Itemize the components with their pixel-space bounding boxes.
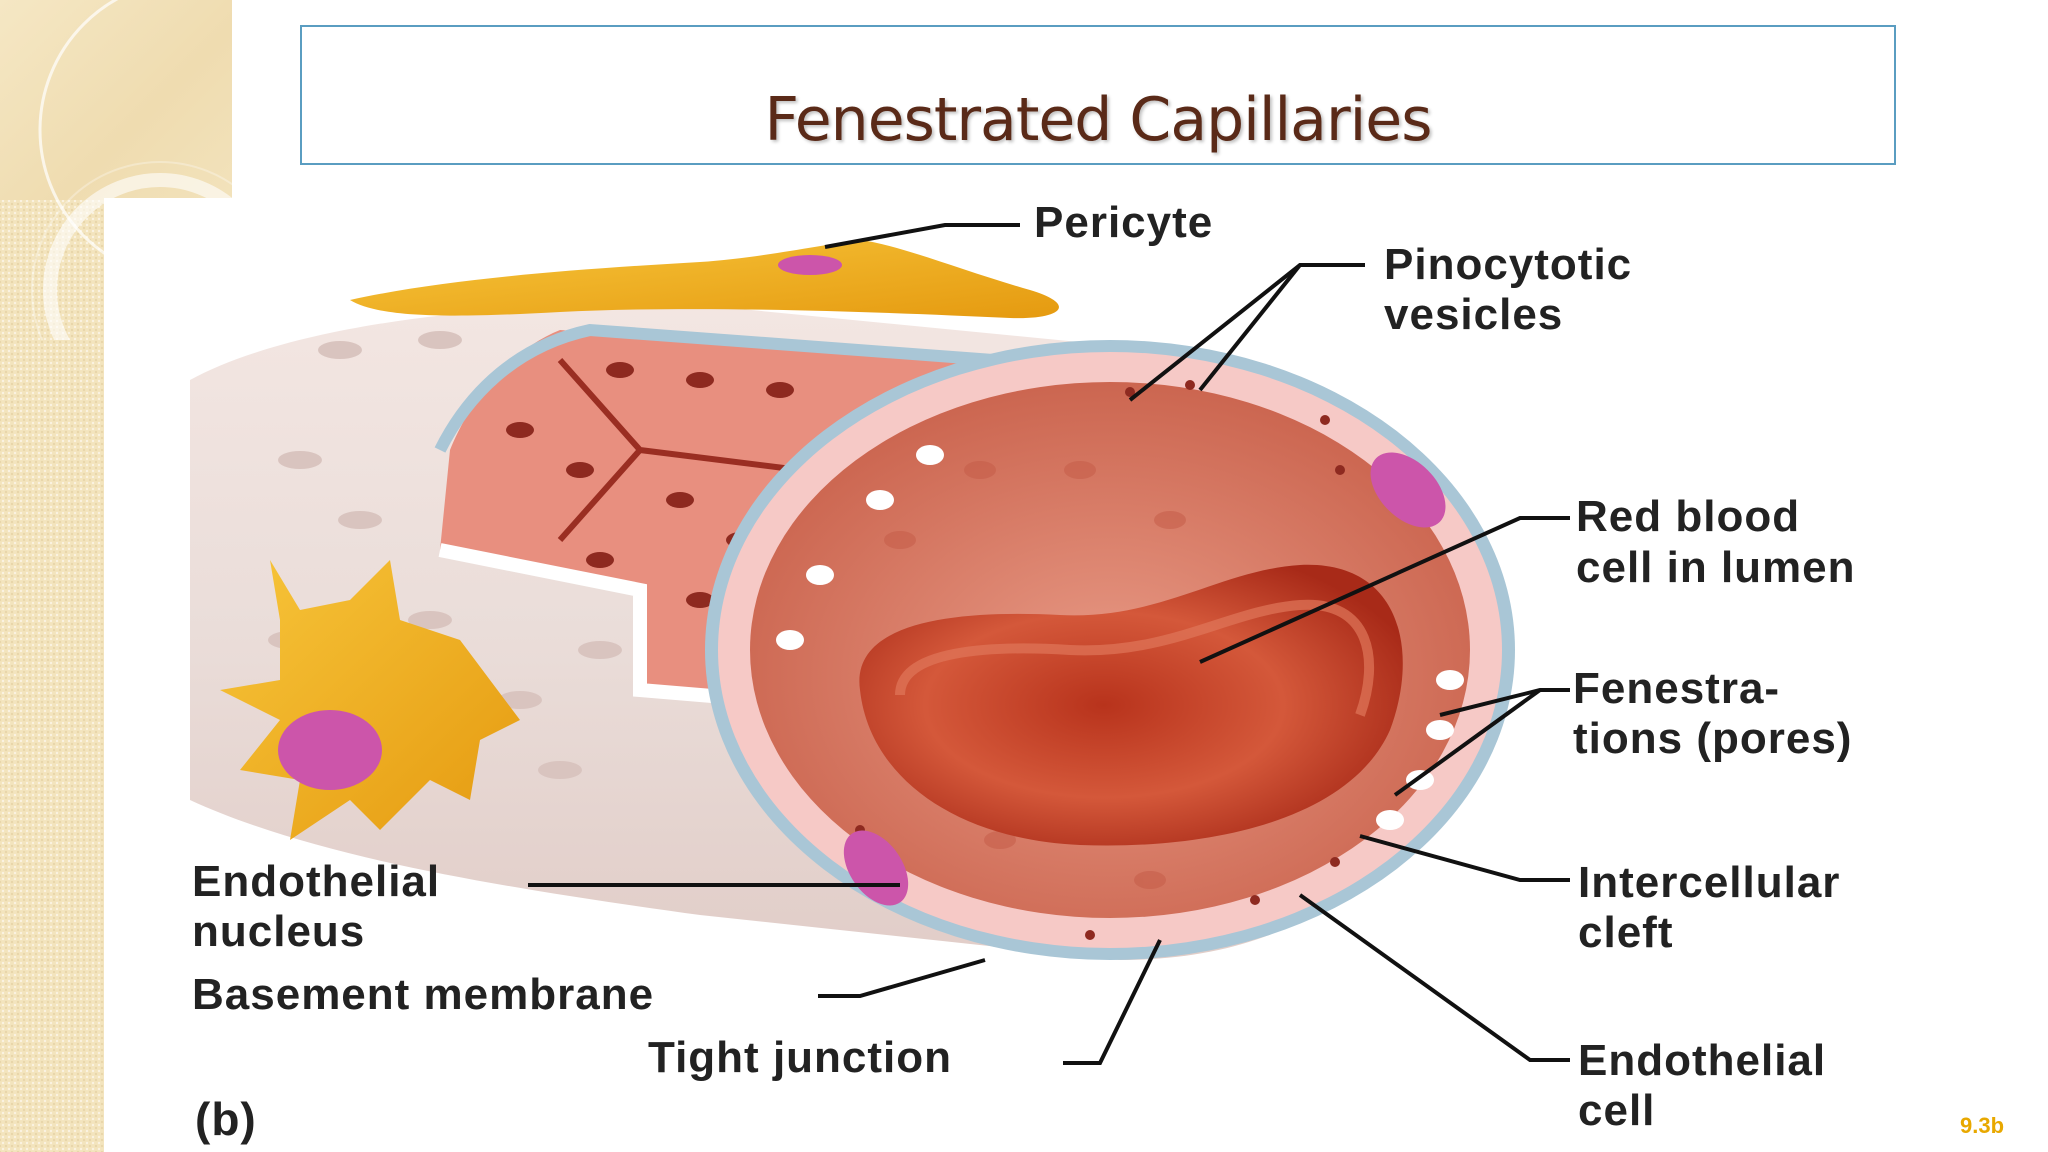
label-intercellular-cleft-line2: cleft [1578, 908, 1674, 957]
label-endothelial-cell-line2: cell [1578, 1086, 1656, 1135]
label-basement-membrane: Basement membrane [192, 970, 655, 1019]
panel-label: (b) [195, 1093, 257, 1145]
red-blood-cell-rim [895, 599, 1375, 717]
label-intercellular-cleft-line1: Intercellular [1578, 858, 1841, 907]
label-red-blood-cell-line1: Red blood [1576, 492, 1801, 541]
label-pinocytotic-vesicles-line1: Pinocytotic [1384, 240, 1633, 289]
figure-code: 9.3b [1960, 1113, 2005, 1138]
slide-title: Fenestrated Capillaries [764, 85, 1433, 155]
pericyte-nucleus [778, 255, 842, 275]
fenestrations [776, 445, 1464, 830]
decorative-corner [0, 0, 232, 200]
label-endothelial-nucleus-line2: nucleus [192, 907, 366, 956]
label-fenestrations-line1: Fenestra- [1573, 664, 1781, 713]
label-fenestrations-line2: tions (pores) [1573, 714, 1853, 763]
label-tight-junction: Tight junction [648, 1033, 953, 1082]
label-red-blood-cell-line2: cell in lumen [1576, 543, 1856, 592]
pericyte-top [350, 240, 1059, 319]
cutaway-rim [434, 323, 1061, 453]
cutaway-step [438, 543, 761, 707]
pericyte-left-nucleus [278, 710, 382, 790]
label-pinocytotic-vesicles-line2: vesicles [1384, 290, 1564, 339]
leader-lines [528, 223, 1570, 1065]
red-blood-cell [859, 564, 1403, 846]
label-endothelial-nucleus-line1: Endothelial [192, 857, 441, 906]
title-box: Fenestrated Capillaries [300, 25, 1896, 165]
endothelial-nucleus-top [1370, 452, 1446, 528]
label-pericyte: Pericyte [1034, 198, 1214, 247]
label-endothelial-cell-line1: Endothelial [1578, 1036, 1827, 1085]
